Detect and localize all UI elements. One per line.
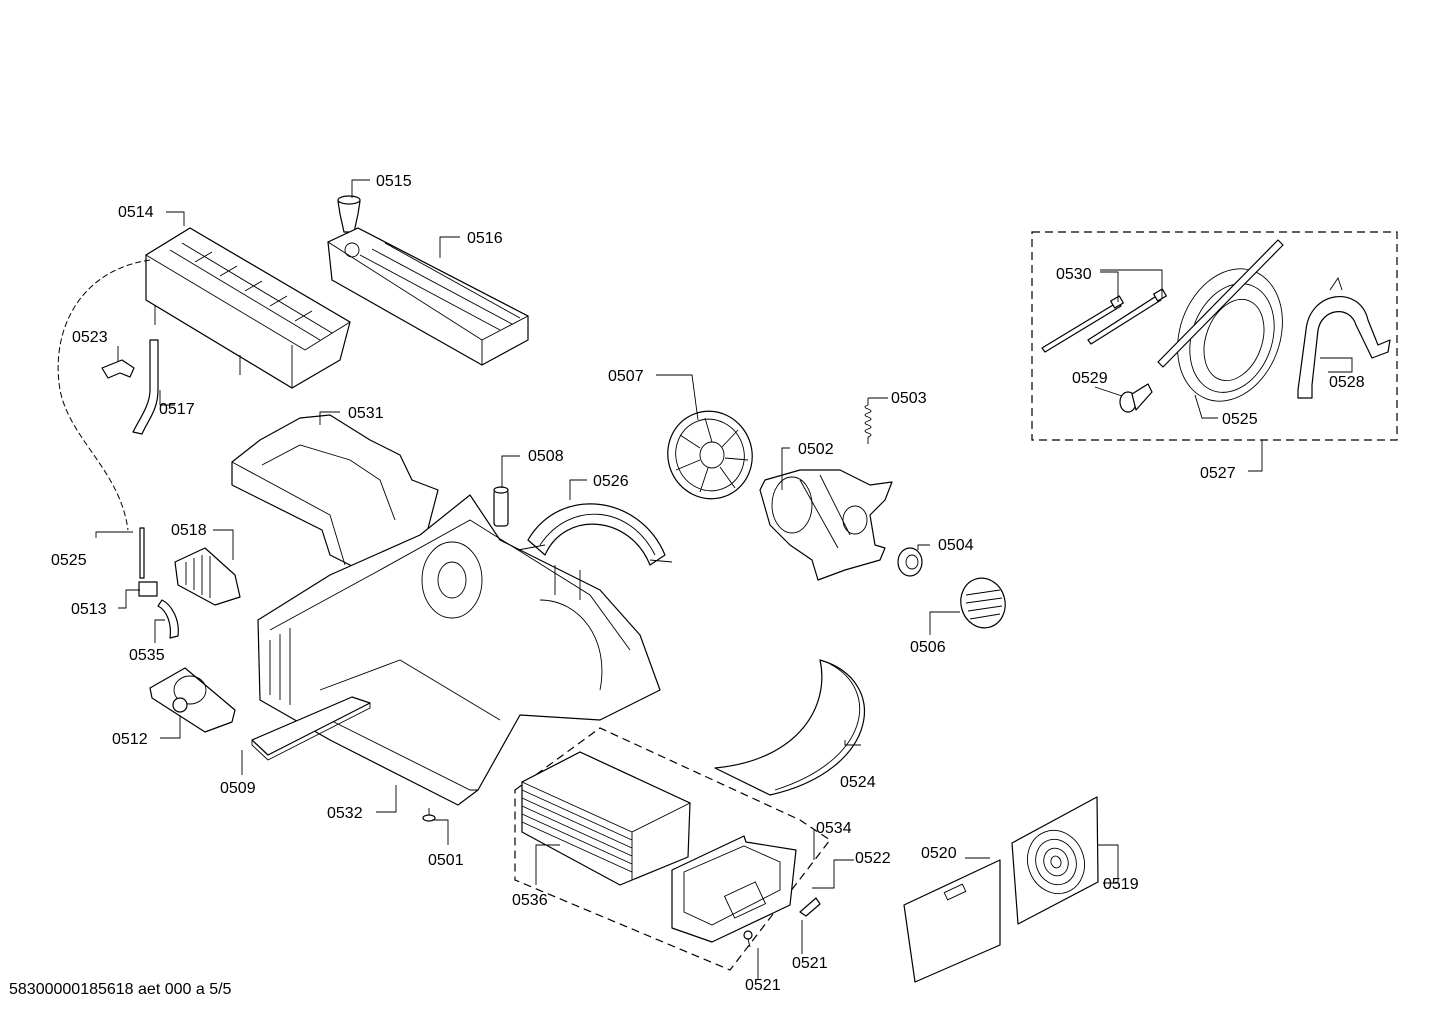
part-0532-base-frame (257, 494, 661, 806)
kit-0527-box (1031, 231, 1398, 441)
label-0504: 0504 (938, 537, 974, 554)
label-0521-right: 0521 (792, 955, 828, 972)
kit-0522-box (514, 727, 831, 971)
label-0529: 0529 (1072, 370, 1108, 387)
label-0525-left: 0525 (51, 552, 87, 569)
label-0508: 0508 (528, 448, 564, 465)
label-0525-kit: 0525 (1222, 411, 1258, 428)
label-0517: 0517 (159, 401, 195, 418)
label-0527: 0527 (1200, 465, 1236, 482)
part-0534-filter (671, 835, 797, 943)
label-0513: 0513 (71, 601, 107, 618)
part-0514-container-housing (145, 227, 351, 389)
part-0521-clip-a (743, 930, 753, 948)
label-0512: 0512 (112, 731, 148, 748)
part-0523-clip (101, 359, 135, 379)
label-0509: 0509 (220, 780, 256, 797)
label-0523: 0523 (72, 329, 108, 346)
label-0522: 0522 (855, 850, 891, 867)
part-0513-connector (138, 527, 158, 597)
part-0516-water-tank (327, 227, 529, 366)
part-0520-panel (903, 859, 1001, 983)
part-0525-coiled-hose (1157, 239, 1284, 402)
part-0503-spring (864, 398, 872, 444)
label-0528: 0528 (1329, 374, 1365, 391)
label-0519: 0519 (1103, 876, 1139, 893)
cable-route (57, 259, 151, 531)
label-0515: 0515 (376, 173, 412, 190)
document-reference-footer: 58300000185618 aet 000 a 5/5 (9, 981, 232, 998)
part-0512-pump (149, 667, 236, 733)
part-0536-condenser (520, 751, 692, 886)
part-0508-sensor (493, 486, 509, 527)
label-0526: 0526 (593, 473, 629, 490)
label-0518: 0518 (171, 522, 207, 539)
part-0518-cover (174, 547, 241, 606)
part-0521-clip-b (799, 897, 821, 917)
part-0524-seal (714, 659, 865, 796)
label-0520: 0520 (921, 845, 957, 862)
label-0534: 0534 (816, 820, 852, 837)
label-0503: 0503 (891, 390, 927, 407)
part-0519-grille-cover (1011, 796, 1099, 925)
label-0535: 0535 (129, 647, 165, 664)
part-0529-grommet (1119, 383, 1153, 413)
label-0507: 0507 (608, 368, 644, 385)
part-0506-fan (960, 577, 1006, 629)
callout-labels: 0514 0515 0516 0523 0517 0531 0507 0503 … (51, 173, 1365, 994)
label-0514: 0514 (118, 204, 154, 221)
part-0528-bracket (1297, 276, 1391, 399)
label-0516: 0516 (467, 230, 503, 247)
label-0501: 0501 (428, 852, 464, 869)
label-0531: 0531 (348, 405, 384, 422)
part-0531-air-duct (231, 414, 439, 571)
part-0515-cap (337, 195, 361, 233)
leader-lines (95, 179, 1353, 980)
part-0504-pulley (897, 547, 923, 577)
part-0535-hose (157, 599, 179, 639)
part-0517-hose (132, 339, 159, 435)
part-0507-fan-wheel (667, 410, 753, 500)
part-0501-foot (422, 808, 436, 822)
part-0530-cable-ties (1041, 288, 1167, 353)
label-0502: 0502 (798, 441, 834, 458)
label-0536: 0536 (512, 892, 548, 909)
label-0524: 0524 (840, 774, 876, 791)
label-0532: 0532 (327, 805, 363, 822)
label-0521-left: 0521 (745, 977, 781, 994)
label-0506: 0506 (910, 639, 946, 656)
part-0526-belt-guard (517, 503, 673, 600)
label-0530: 0530 (1056, 266, 1092, 283)
part-0509-panel (251, 696, 371, 761)
part-0502-motor (759, 469, 893, 581)
